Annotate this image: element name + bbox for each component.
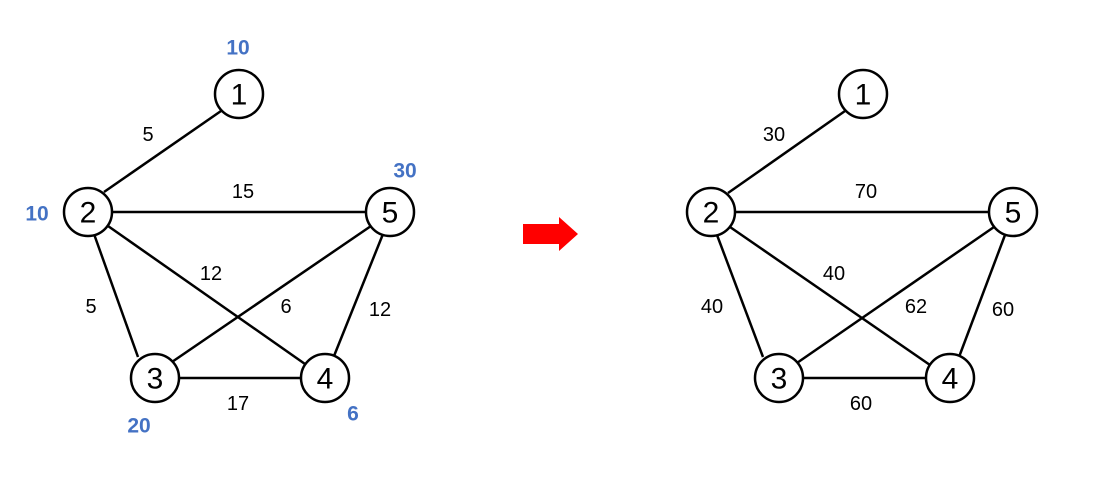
left-node-1: 1 <box>213 68 265 120</box>
right-edge-labels: 30 70 40 40 62 60 60 <box>701 124 1014 415</box>
left-graph: 5 15 5 12 6 12 17 1 2 3 4 <box>25 37 416 438</box>
left-edge-2-3 <box>92 233 140 358</box>
right-node-5-label: 5 <box>1005 197 1022 230</box>
left-node-5: 5 <box>364 186 416 238</box>
right-edge-2-4 <box>729 225 931 367</box>
left-node-2: 2 <box>62 186 114 238</box>
left-edge-label-1-2: 5 <box>142 124 153 146</box>
right-node-4: 4 <box>924 352 976 404</box>
right-node-2: 2 <box>685 186 737 238</box>
left-node-3-label: 3 <box>147 363 164 396</box>
left-node-3: 3 <box>129 352 181 404</box>
right-arrow-icon <box>523 217 578 251</box>
right-edge-label-2-3: 40 <box>701 296 723 318</box>
right-edge-2-3 <box>715 234 765 358</box>
left-node-4: 4 <box>299 352 351 404</box>
left-edge-3-5 <box>168 224 372 366</box>
right-edge-label-3-5: 62 <box>905 296 927 318</box>
right-node-1: 1 <box>837 68 889 120</box>
right-edge-label-1-2: 30 <box>763 124 785 146</box>
right-node-3-label: 3 <box>771 363 788 396</box>
right-edge-label-3-4: 60 <box>850 393 872 415</box>
left-nodes: 1 2 3 4 5 <box>62 68 416 404</box>
right-graph: 30 70 40 40 62 60 60 1 2 3 4 <box>685 68 1039 415</box>
node-weight-3: 20 <box>127 415 150 438</box>
left-edge-label-2-3: 5 <box>85 296 96 318</box>
right-edge-1-2 <box>727 109 846 195</box>
right-node-1-label: 1 <box>855 79 872 112</box>
right-node-4-label: 4 <box>942 363 959 396</box>
right-node-2-label: 2 <box>703 197 720 230</box>
right-edge-label-2-5: 70 <box>855 181 877 203</box>
left-edges <box>92 109 385 380</box>
left-edge-label-2-5: 15 <box>232 181 254 203</box>
left-edge-2-4 <box>107 224 306 366</box>
left-node-2-label: 2 <box>80 197 97 230</box>
left-edge-label-3-5: 6 <box>280 296 291 318</box>
left-edge-1-2 <box>103 109 222 194</box>
right-edge-5-4 <box>957 234 1007 358</box>
node-weight-1: 10 <box>226 37 249 60</box>
left-node-5-label: 5 <box>382 197 399 230</box>
right-edge-label-5-4: 60 <box>992 299 1014 321</box>
left-edge-label-3-4: 17 <box>227 393 249 415</box>
right-node-5: 5 <box>987 186 1039 238</box>
left-edge-label-5-4: 12 <box>369 299 391 321</box>
left-node-weights: 10 10 20 6 30 <box>25 37 416 438</box>
left-edge-labels: 5 15 5 12 6 12 17 <box>85 124 391 415</box>
left-node-1-label: 1 <box>231 79 248 112</box>
right-edge-label-2-4: 40 <box>823 263 845 285</box>
node-weight-4: 6 <box>347 403 359 426</box>
right-edge-3-5 <box>793 225 995 367</box>
node-weight-5: 30 <box>393 160 416 183</box>
left-edge-label-2-4: 12 <box>200 263 222 285</box>
left-node-4-label: 4 <box>317 363 334 396</box>
left-edge-5-4 <box>332 233 385 357</box>
right-nodes: 1 2 3 4 5 <box>685 68 1039 404</box>
node-weight-2: 10 <box>25 203 48 226</box>
right-node-3: 3 <box>753 352 805 404</box>
right-edges <box>715 109 1007 380</box>
